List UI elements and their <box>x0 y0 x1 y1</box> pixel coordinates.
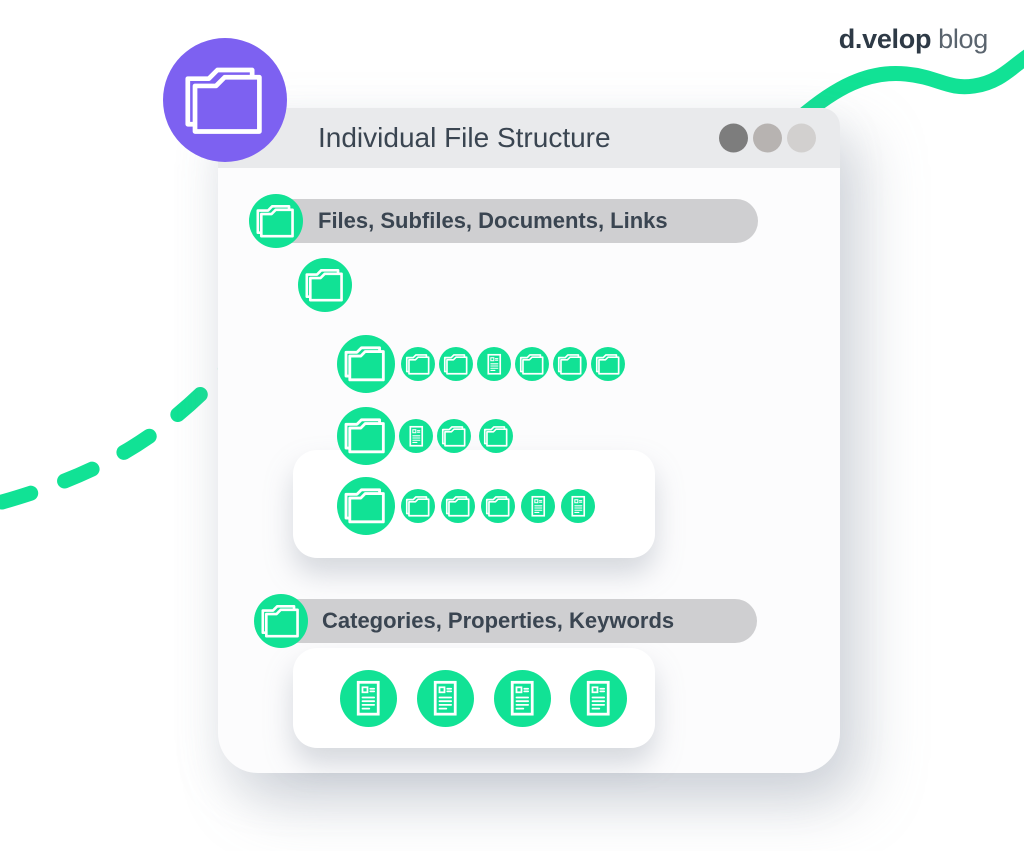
folder-circle <box>553 347 587 381</box>
document-icon <box>587 681 610 716</box>
folder-circle <box>515 347 549 381</box>
folder-icon <box>557 353 582 375</box>
window-titlebar: Individual File Structure <box>218 108 840 168</box>
folder-icon <box>485 495 510 517</box>
root-folder-circle <box>298 258 352 312</box>
folder-circle <box>337 407 395 465</box>
document-icon <box>531 495 545 517</box>
document-icon <box>409 425 423 447</box>
folder-circle <box>441 489 475 523</box>
window-title: Individual File Structure <box>318 122 611 153</box>
document-circle <box>570 670 627 727</box>
section-keywords-label: Categories, Properties, Keywords <box>322 608 675 633</box>
window-dot-light <box>787 123 816 153</box>
folder-circle <box>401 347 435 381</box>
document-icon <box>511 681 534 716</box>
folder-circle <box>254 594 308 648</box>
section-keywords-header: Categories, Properties, Keywords <box>262 599 757 643</box>
folder-circle <box>439 347 473 381</box>
folder-circle <box>591 347 625 381</box>
document-circle <box>494 670 551 727</box>
folder-icon <box>256 204 294 238</box>
window-dot-dark <box>719 123 748 153</box>
document-icon <box>571 495 585 517</box>
document-icon <box>357 681 380 716</box>
folder-icon <box>305 268 343 302</box>
folder-circle <box>337 335 395 393</box>
folder-icon <box>405 353 430 375</box>
document-circle <box>561 489 595 523</box>
folder-circle <box>401 489 435 523</box>
document-circle <box>417 670 474 727</box>
brand-logo-name: d.velop <box>838 24 932 54</box>
folder-icon <box>344 418 386 454</box>
folder-icon <box>443 353 468 375</box>
folder-circle <box>437 419 471 453</box>
document-circle <box>399 419 433 453</box>
folder-icon <box>405 495 430 517</box>
section-files-label: Files, Subfiles, Documents, Links <box>318 208 668 233</box>
document-icon <box>434 681 457 716</box>
folder-icon <box>595 353 620 375</box>
document-icon <box>487 353 501 375</box>
folder-circle <box>337 477 395 535</box>
folder-circle <box>249 194 303 248</box>
window-dots <box>719 123 816 153</box>
folder-icon <box>445 495 470 517</box>
folder-circle <box>481 489 515 523</box>
brand-logo-suffix: blog <box>938 24 988 54</box>
folder-icon <box>185 67 262 134</box>
folder-icon <box>344 346 386 382</box>
folder-icon <box>261 604 299 638</box>
folder-icon <box>483 425 508 447</box>
window-dot-medium <box>753 123 782 153</box>
folder-circle <box>479 419 513 453</box>
document-circle <box>340 670 397 727</box>
folder-icon <box>441 425 466 447</box>
document-circle <box>477 347 511 381</box>
section-files-header: Files, Subfiles, Documents, Links <box>258 199 758 243</box>
folder-icon <box>519 353 544 375</box>
folder-icon <box>344 488 386 524</box>
document-circle <box>521 489 555 523</box>
folder-badge <box>163 38 287 162</box>
